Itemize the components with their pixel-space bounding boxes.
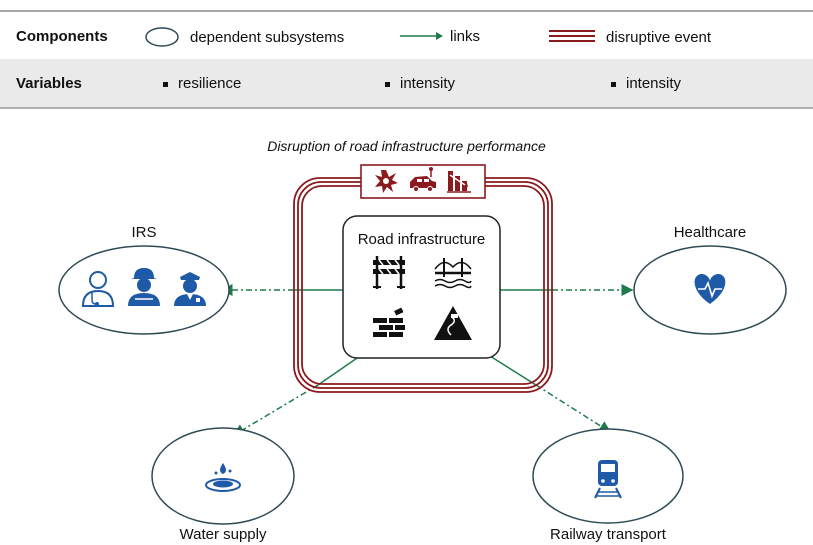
links-label: links xyxy=(450,28,481,45)
variables-label: Variables xyxy=(16,75,82,92)
slippery-road-sign-icon xyxy=(434,306,472,340)
bullet-icon xyxy=(611,82,616,87)
road-infrastructure-title: Road infrastructure xyxy=(357,231,486,248)
firefighter-icon xyxy=(128,268,160,306)
link-to-water-supply xyxy=(232,355,361,436)
link-arrow-symbol xyxy=(400,32,443,40)
disruptive-event-symbol xyxy=(549,30,595,42)
brick-wall-icon xyxy=(373,307,405,337)
explosion-icon xyxy=(375,170,398,193)
bullet-icon xyxy=(385,82,390,87)
variable-intensity-2: intensity xyxy=(626,75,682,92)
railway-transport-label: Railway transport xyxy=(550,526,666,543)
water-supply-ellipse xyxy=(151,427,295,525)
diagram-caption: Disruption of road infrastructure perfor… xyxy=(267,138,546,154)
train-icon xyxy=(594,460,622,499)
event-icons-box xyxy=(360,164,486,199)
healthcare-label: Healthcare xyxy=(673,224,747,241)
bridge-icon xyxy=(434,258,472,289)
roadblock-icon xyxy=(373,256,405,289)
water-drop-icon xyxy=(205,463,241,492)
legend-components-row: Components dependent subsystems links di… xyxy=(0,10,813,61)
disruptive-event-label: disruptive event xyxy=(606,29,712,46)
doctor-icon xyxy=(81,271,115,307)
variable-intensity-1: intensity xyxy=(400,75,456,92)
dependent-subsystem-symbol xyxy=(145,27,179,47)
variable-resilience: resilience xyxy=(178,75,242,92)
water-supply-label: Water supply xyxy=(179,526,267,543)
irs-label: IRS xyxy=(131,224,157,241)
car-crash-icon xyxy=(410,167,436,192)
legend-variables-row: Variables resilience intensity intensity xyxy=(0,59,813,109)
link-to-railway-transport xyxy=(489,355,612,433)
police-icon xyxy=(174,272,206,306)
bullet-icon xyxy=(163,82,168,87)
dependent-subsystems-label: dependent subsystems xyxy=(190,29,345,46)
heart-pulse-icon xyxy=(694,274,726,304)
declining-chart-icon xyxy=(447,171,471,193)
components-label: Components xyxy=(16,28,108,45)
